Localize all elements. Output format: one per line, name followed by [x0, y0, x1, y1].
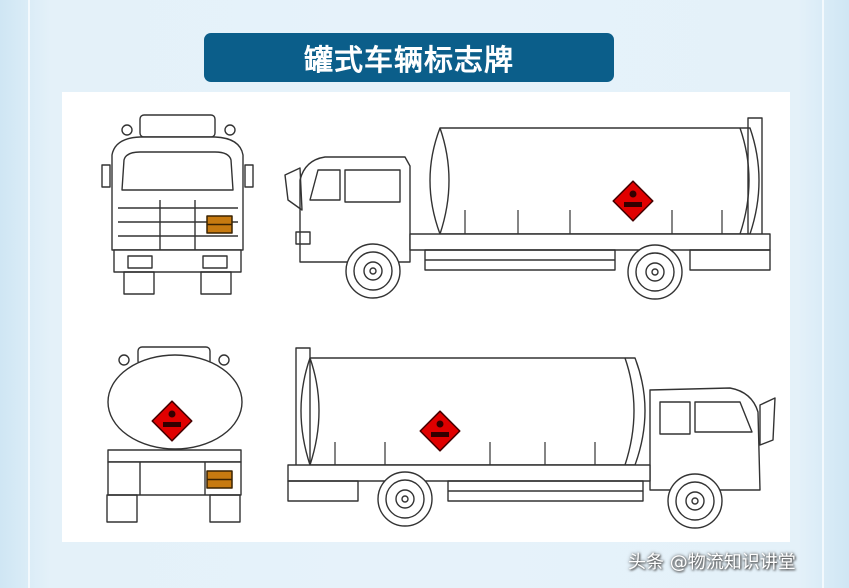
right-stripe: [822, 0, 824, 588]
left-stripe: [28, 0, 30, 588]
orange-plate-front: [206, 215, 233, 234]
left-side-view: [284, 117, 771, 300]
right-side-view: [287, 347, 776, 529]
front-view: [101, 114, 254, 295]
rear-view: [106, 346, 243, 523]
page-title: 罐式车辆标志牌: [204, 33, 614, 82]
orange-plate-rear: [206, 470, 233, 489]
watermark: 头条 @物流知识讲堂: [628, 552, 796, 573]
